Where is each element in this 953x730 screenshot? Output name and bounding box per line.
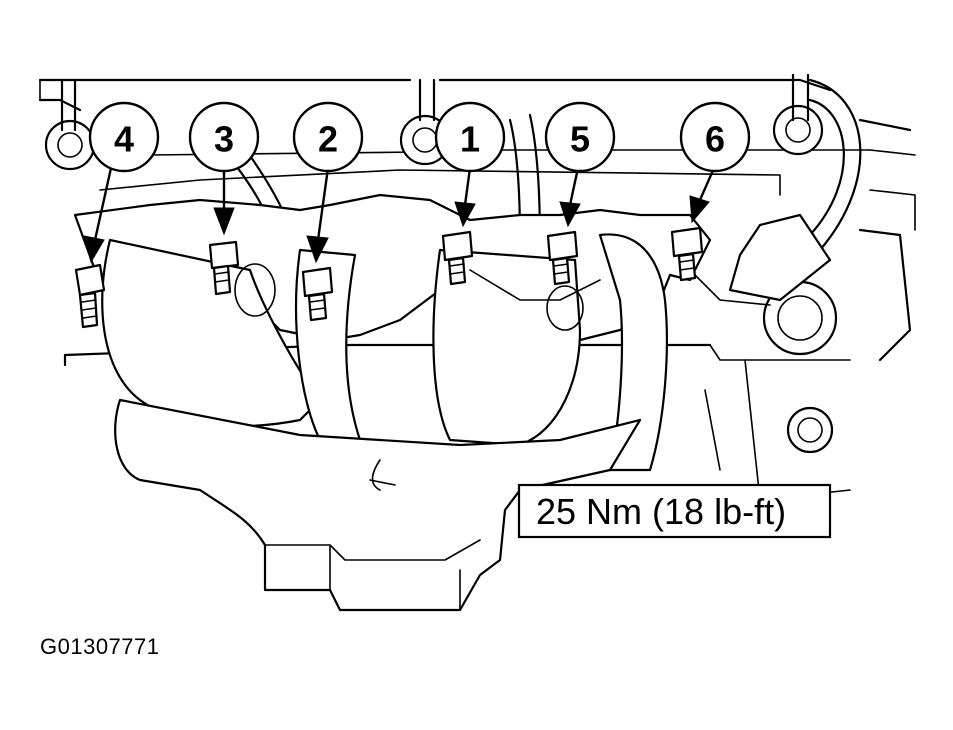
- bolt-5: [546, 230, 579, 286]
- callout-arrows: [83, 167, 716, 264]
- callout-4: 4: [88, 101, 160, 173]
- callout-5: 5: [544, 101, 616, 173]
- bolts: [74, 226, 704, 329]
- callout-5-label: 5: [570, 119, 590, 160]
- bolt-4: [74, 263, 106, 329]
- callout-3-label: 3: [214, 119, 234, 160]
- callout-2-label: 2: [318, 119, 338, 160]
- bolt-3: [208, 240, 240, 296]
- callout-6-label: 6: [705, 119, 725, 160]
- callout-6: 6: [679, 101, 751, 173]
- bolt-1: [441, 230, 474, 286]
- callout-2: 2: [292, 101, 364, 173]
- manifold-body: [73, 193, 771, 612]
- callout-3: 3: [188, 101, 260, 173]
- heat-shield-bracket: [728, 213, 832, 302]
- torque-spec: 25 Nm (18 lb-ft): [517, 483, 832, 539]
- bolt-2: [301, 266, 334, 322]
- callout-4-label: 4: [114, 119, 134, 160]
- bolt-6: [670, 226, 704, 282]
- callout-1-label: 1: [460, 119, 480, 160]
- torque-spec-text: 25 Nm (18 lb-ft): [536, 491, 786, 532]
- callouts: 4 3 2 1 5 6: [88, 101, 751, 173]
- figure-id: G01307771: [40, 634, 160, 659]
- callout-1: 1: [434, 101, 506, 173]
